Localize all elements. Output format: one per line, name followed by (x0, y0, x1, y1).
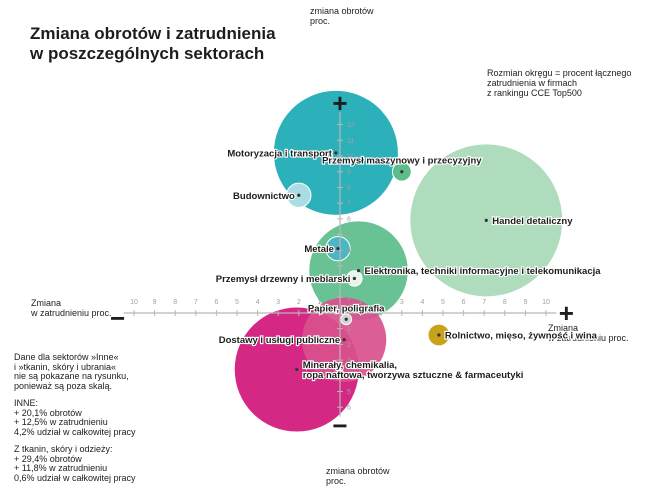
note-line: Dane dla sektorów »Inne« (14, 352, 119, 362)
y-axis-label-top-line: zmiana obrotów (310, 6, 374, 16)
y-axis-label-bottom-line: zmiana obrotów (326, 466, 390, 476)
bubble-label: Metale (304, 244, 334, 255)
note-line: nie są pokazane na rysunku, (14, 371, 129, 381)
y-axis-label-top-line: proc. (310, 16, 331, 26)
x-tick-label: 4 (256, 299, 260, 306)
chart-title-line-2: w poszczególnych sektorach (30, 44, 265, 63)
x-tick-label: 3 (400, 299, 404, 306)
y-tick-label: 2 (347, 279, 351, 286)
y-tick-label: 7 (347, 201, 351, 208)
bubble-center-dot (400, 170, 404, 174)
y-axis-label-bottom-line: proc. (326, 476, 347, 486)
bubble-center-dot (334, 151, 338, 155)
bubble-label: Minerały, chemikalia, (303, 360, 397, 371)
x-tick-label: 7 (482, 299, 486, 306)
y-tick-label: 8 (347, 185, 351, 192)
x-tick-label: 2 (297, 299, 301, 306)
chart-title-line-1: Zmiana obrotów i zatrudnienia (30, 24, 276, 43)
y-tick-label: 5 (347, 232, 351, 239)
bubble-center-dot (297, 193, 301, 197)
x-axis-label-right: Zmiana w zatrudnieniu proc. (548, 323, 629, 343)
x-tick-label: 2 (379, 299, 383, 306)
bubble-label: Elektronika, techniki informacyjne i tel… (365, 266, 602, 277)
bubble-label: Przemysł maszynowy i przecyzyjny (322, 156, 482, 167)
bubble-label: Dostawy i usługi publiczne (219, 335, 340, 346)
x-axis-plus-sign: + (559, 298, 574, 328)
x-tick-label: 6 (462, 299, 466, 306)
y-tick-label: 5 (347, 389, 351, 396)
bubble-center-dot (484, 218, 488, 222)
note-line: INNE: (14, 398, 39, 408)
x-tick-label: 3 (276, 299, 280, 306)
note-line: + 12,5% w zatrudnieniu (14, 417, 108, 427)
bubble-label: Motoryzacja i transport (227, 148, 332, 159)
note-line: Z tkanin, skóry i odzieży: (14, 444, 113, 454)
note-line: + 11,8% w zatrudnieniu (14, 463, 108, 473)
bubble-label: ropa naftowa, tworzywa sztuczne & farmac… (303, 370, 524, 381)
note-line: 4,2% udział w całkowitej pracy (14, 426, 136, 437)
x-axis-label-left: Zmiana w zatrudnieniu proc. (31, 298, 112, 318)
bubble-center-dot (352, 276, 357, 281)
x-tick-label: 6 (214, 299, 218, 306)
x-axis-label-left-line: w zatrudnieniu proc. (31, 308, 112, 318)
bubble-label: Rolnictwo, mięso, żywność i wina (445, 330, 598, 341)
x-tick-label: 7 (194, 299, 198, 306)
x-tick-label: 10 (130, 299, 138, 306)
y-tick-label: 12 (347, 122, 355, 129)
x-tick-label: 8 (503, 299, 507, 306)
y-tick-label: 1 (347, 295, 351, 302)
y-tick-label: 4 (347, 248, 351, 255)
x-tick-label: 5 (235, 299, 239, 306)
bubble-center-dot (336, 247, 340, 251)
note-line: ponieważ są poza skalą. (14, 380, 113, 391)
size-legend-line: z rankingu CCE Top500 (487, 88, 582, 98)
y-tick-label: 4 (347, 373, 351, 380)
bubble-label: Budownictwo (233, 191, 295, 202)
x-axis-label-right-line: w zatrudnieniu proc. (548, 333, 629, 343)
y-axis-label-bottom: zmiana obrotów proc. (326, 466, 390, 486)
size-legend-line: zatrudnienia w firmach (487, 78, 578, 88)
x-tick-label: 5 (441, 299, 445, 306)
x-tick-label: 1 (359, 299, 363, 306)
bubble-label: Papier, poligrafia (308, 303, 385, 314)
x-axis-label-left-line: Zmiana (31, 298, 62, 308)
bubble-center-dot (342, 338, 346, 342)
y-tick-label: 11 (347, 138, 354, 145)
x-tick-label: 4 (420, 299, 424, 306)
note-line: + 20,1% obrotów (14, 407, 82, 418)
x-tick-label: 1 (317, 299, 321, 306)
y-axis-minus-sign: − (332, 411, 347, 441)
bubble-label: Przemysł drzewny i meblarski (216, 274, 351, 285)
chart-title: Zmiana obrotów i zatrudnienia w poszczeg… (30, 24, 276, 64)
y-tick-label: 9 (347, 169, 351, 176)
y-tick-label: 3 (347, 358, 351, 365)
y-tick-label: 2 (347, 342, 351, 349)
y-axis-label-top: zmiana obrotów proc. (310, 6, 374, 26)
y-tick-label: 6 (347, 216, 351, 223)
size-legend-note: Rozmian okręgu = procent łącznego zatrud… (487, 68, 631, 98)
x-axis-minus-sign: − (110, 303, 125, 333)
x-tick-label: 8 (173, 299, 177, 306)
x-tick-label: 9 (153, 299, 157, 306)
bubble-center-dot (437, 333, 441, 337)
size-legend-line: Rozmian okręgu = procent łącznego (487, 68, 632, 78)
other-sectors-note: Dane dla sektorów »Inne« i »tkanin, skór… (14, 352, 136, 483)
x-axis-label-right-line: Zmiana (548, 323, 579, 333)
note-line: 0,6% udział w całkowitej pracy (14, 472, 136, 483)
y-tick-label: 6 (347, 405, 351, 412)
y-tick-label: 3 (347, 263, 351, 270)
x-tick-label: 9 (523, 299, 527, 306)
y-tick-label: 1 (347, 326, 351, 333)
note-line: + 29,4% obrotów (14, 453, 82, 464)
note-line: i »tkanin, skóry i ubrania« (14, 361, 117, 372)
bubble-label: Handel detaliczny (492, 216, 573, 227)
bubble-center-dot (356, 269, 361, 273)
x-tick-label: 10 (542, 299, 550, 306)
bubble-center-dot (344, 317, 348, 321)
bubble-center-dot (295, 367, 299, 372)
y-axis-plus-sign: + (332, 88, 347, 118)
y-tick-label: 10 (347, 154, 355, 161)
